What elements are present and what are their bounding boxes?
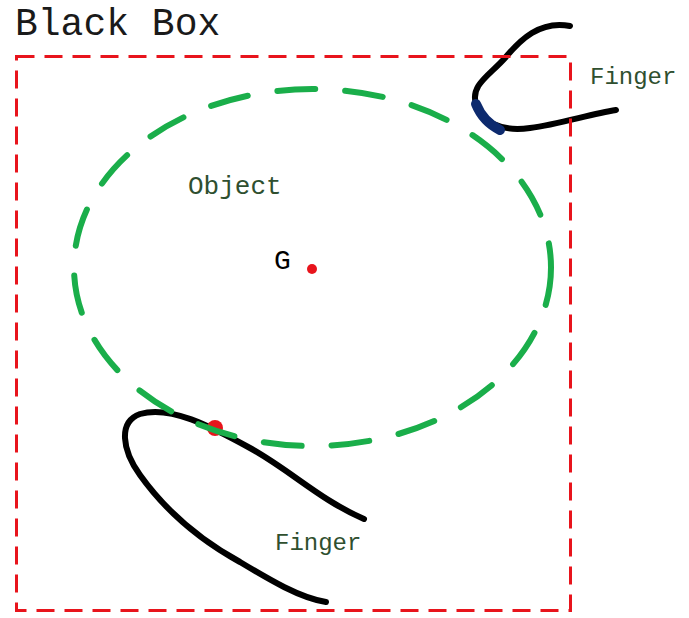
finger-outline [125,412,364,602]
box-outline-stroke [17,57,571,611]
box-outline [15,55,572,612]
finger-label: Finger [590,64,676,92]
object-outline-stroke [74,89,551,446]
black-box: Black BoxObject [15,55,572,612]
contact-patch [476,104,500,130]
object-label: Object [188,173,282,203]
object-outline [70,85,555,450]
box-title: Black Box [15,3,220,47]
object-region: Object [70,85,555,450]
finger-label: Finger [275,530,361,558]
gravity-center-label: G [274,246,291,278]
gravity-center-dot [307,264,317,274]
